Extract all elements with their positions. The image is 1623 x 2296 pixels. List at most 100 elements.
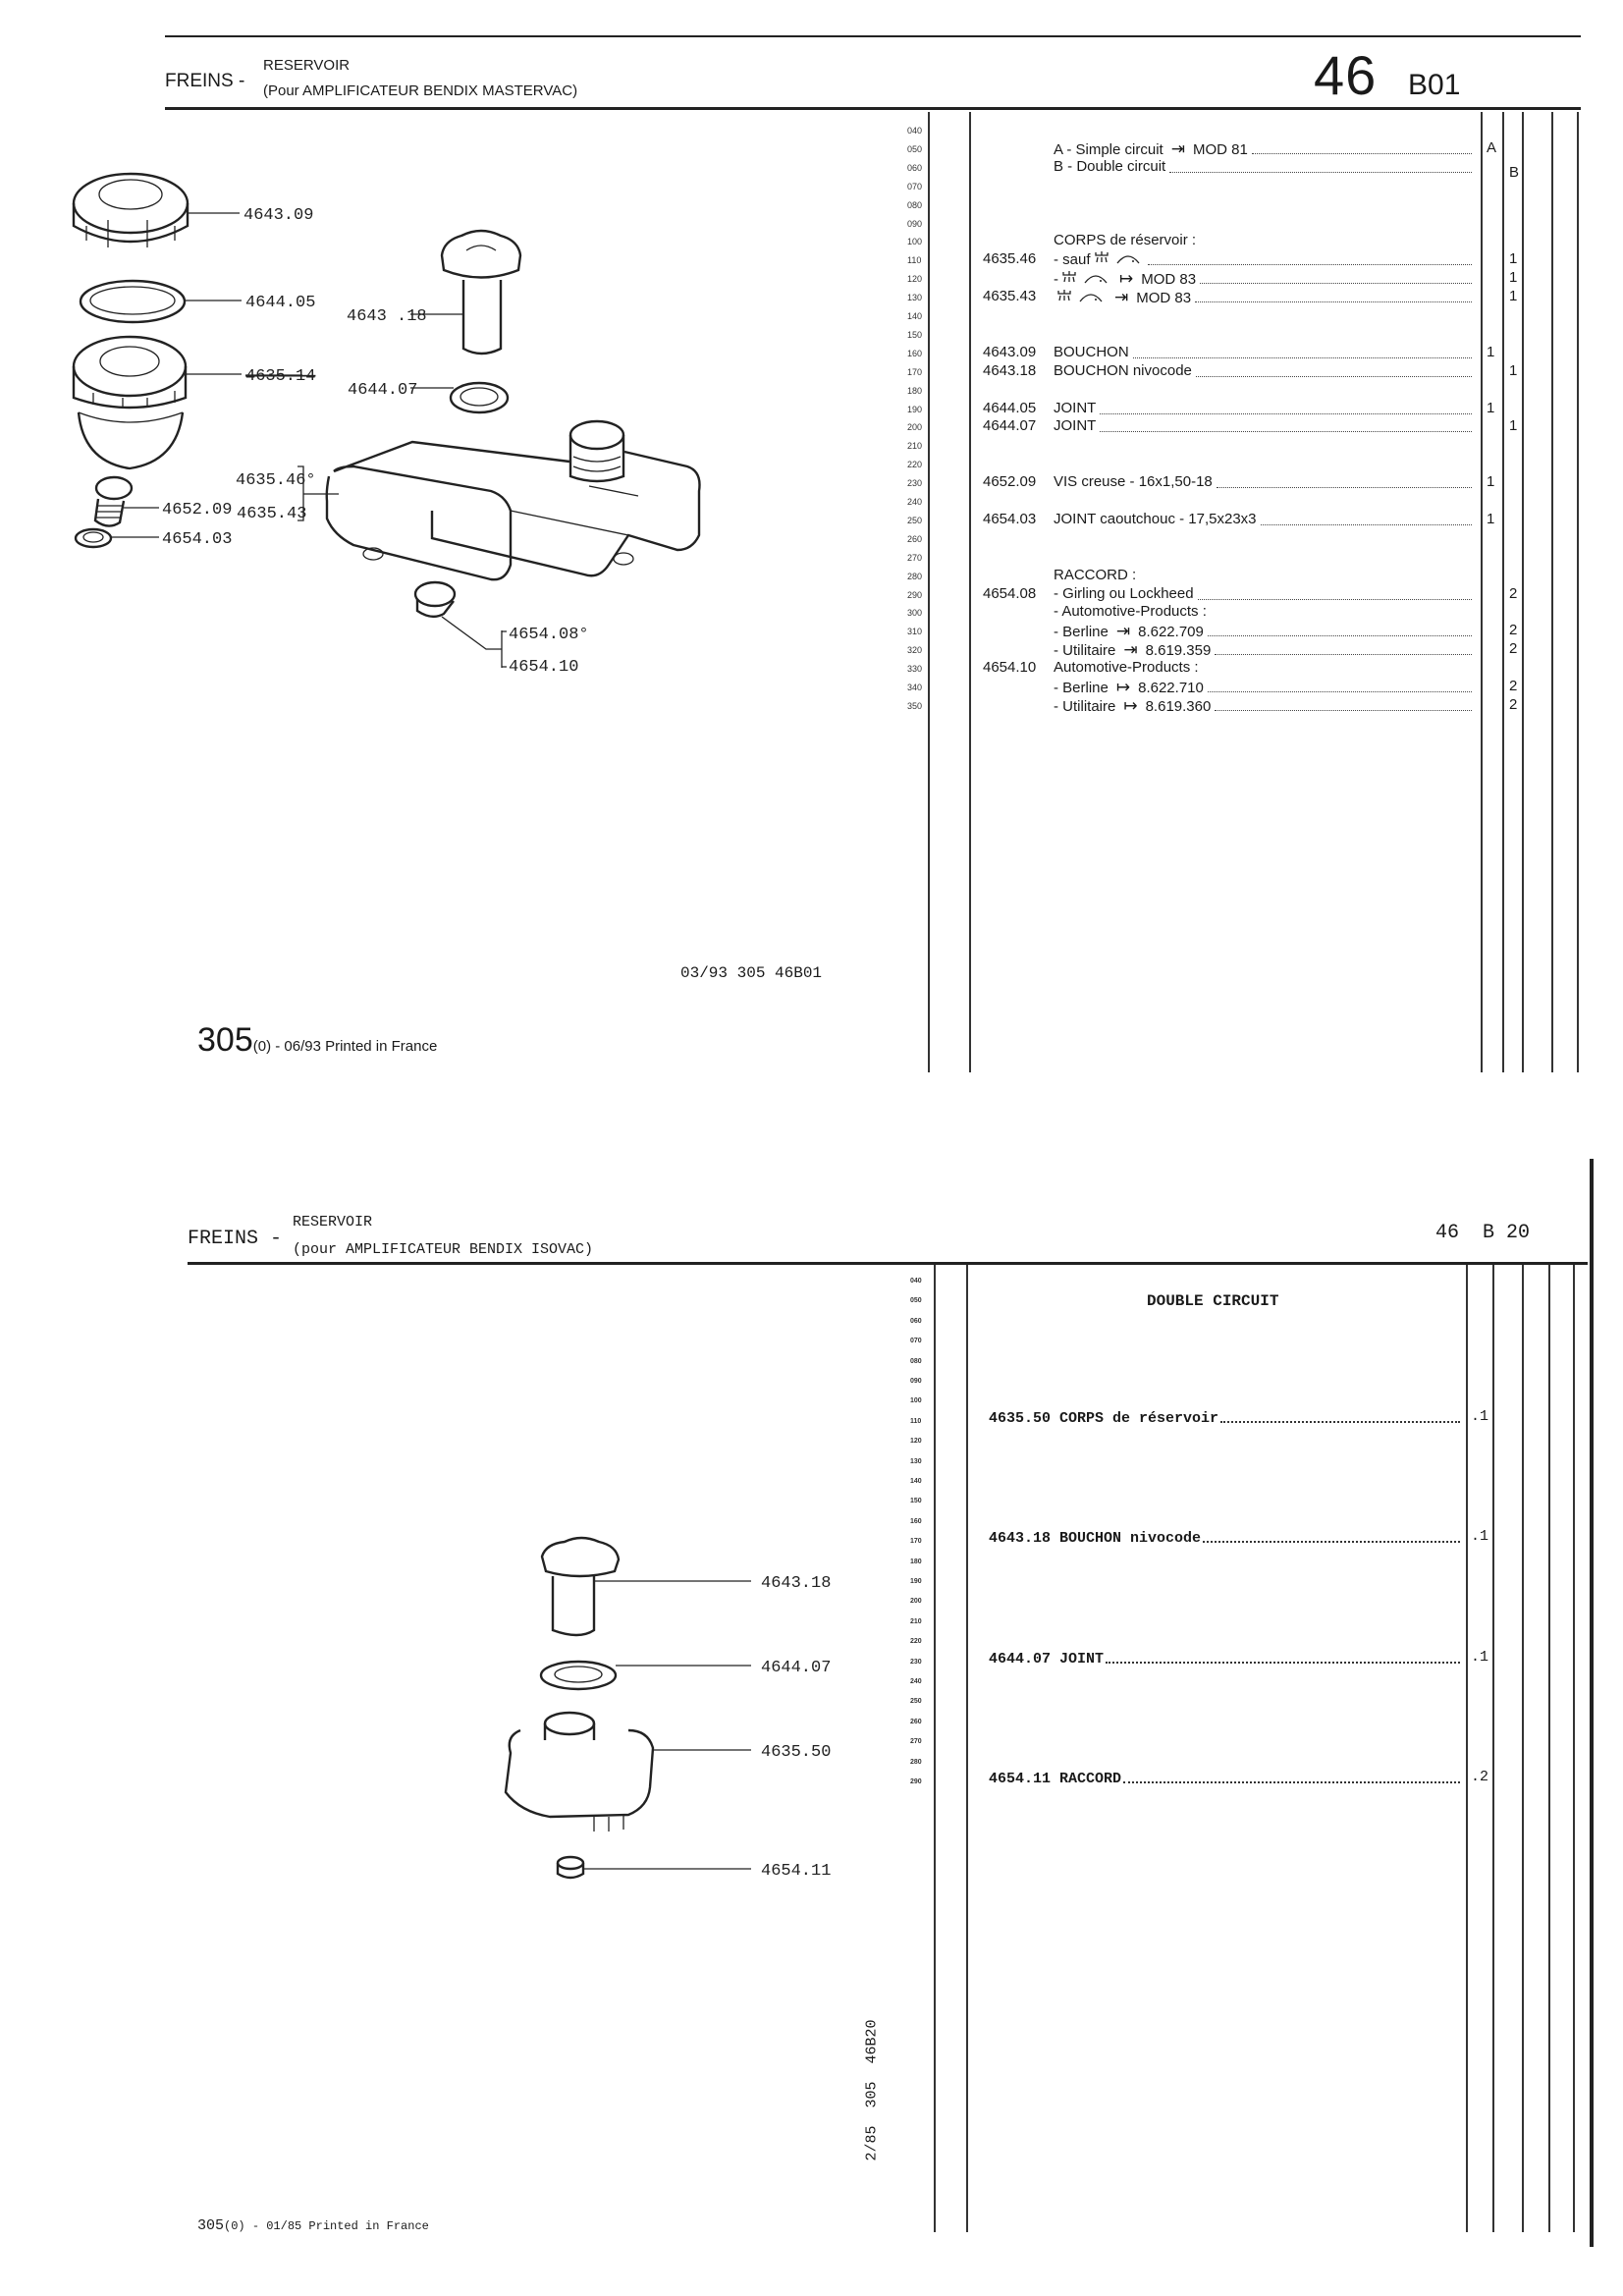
- part-description: -↦MOD 83: [1054, 269, 1196, 289]
- model-arrow-icon: ⇥: [1114, 288, 1129, 307]
- line-number: 120: [907, 274, 923, 285]
- column-divider: [934, 1265, 936, 2232]
- part-number: 4644.07: [989, 1650, 1052, 1667]
- quantity-col-a: 1: [1487, 343, 1495, 360]
- line-number: 160: [910, 1517, 922, 1525]
- plug-drawing: 4654.08° 4654.10: [413, 580, 589, 677]
- dot-leader: [1169, 171, 1472, 173]
- description-text: - sauf: [1054, 251, 1091, 269]
- part-entry: 4635.50 CORPS de réservoir: [989, 1410, 1218, 1427]
- description-text: BOUCHON nivocode: [1054, 361, 1192, 379]
- line-number: 130: [910, 1457, 922, 1465]
- part-description: CORPS de réservoir :: [1054, 232, 1196, 248]
- model-reference: MOD 83: [1141, 271, 1197, 289]
- part-number: 4654.08: [983, 584, 1037, 602]
- parts-row: 4643.18 BOUCHON nivocode: [983, 362, 1474, 381]
- part-description: - sauf: [1054, 250, 1144, 268]
- line-number: 120: [910, 1438, 922, 1446]
- footer-model: 305: [197, 1021, 253, 1059]
- part-description: RACCORD :: [1054, 567, 1136, 583]
- quantity-col-a: 1: [1487, 473, 1495, 491]
- label-4654-08: 4654.08°: [509, 626, 589, 644]
- line-number: 210: [907, 441, 923, 452]
- dot-leader: [1100, 412, 1472, 414]
- line-number: 240: [907, 497, 923, 507]
- line-number: 160: [907, 348, 923, 358]
- quantity-col-b: 1: [1509, 269, 1518, 287]
- column-divider: [966, 1265, 968, 2232]
- dot-leader: [1207, 691, 1472, 692]
- model-reference: MOD 81: [1192, 140, 1248, 158]
- model-arrow-icon: ⇥: [1170, 138, 1185, 158]
- footer-model: 305: [197, 2217, 225, 2234]
- part-description: BOUCHON nivocode: [1054, 362, 1192, 379]
- parts-row: - Berline↦8.622.710: [983, 678, 1474, 696]
- column-divider: [1573, 1265, 1575, 2232]
- label-4635-50: 4635.50: [761, 1743, 831, 1762]
- part-entry: 4644.07 JOINT: [989, 1651, 1104, 1667]
- part-description: RACCORD: [1059, 1771, 1122, 1787]
- part-description: JOINT: [1054, 417, 1096, 434]
- part-number: 4635.43: [983, 288, 1037, 305]
- line-number: 250: [907, 515, 923, 525]
- label-4635-43: 4635.43: [237, 505, 306, 523]
- part-number: 4654.11: [989, 1771, 1052, 1787]
- footer: 305(0) - 06/93 Printed in France: [197, 1021, 437, 1060]
- quantity-col-b: B: [1509, 163, 1520, 181]
- parts-row: 4635.46 - sauf: [983, 250, 1474, 269]
- dot-leader: [1100, 431, 1472, 433]
- header-subtitle: (Pour AMPLIFICATEUR BENDIX MASTERVAC): [263, 82, 578, 99]
- description-text: B - Double circuit: [1054, 157, 1166, 175]
- part-description: - Berline⇥8.622.709: [1054, 622, 1204, 641]
- dot-leader: [1207, 635, 1472, 637]
- page-ref: 46 B 20: [1435, 1222, 1531, 1244]
- part-description: JOINT: [1059, 1650, 1105, 1667]
- line-number: 290: [910, 1778, 922, 1785]
- part-number: 4652.09: [983, 473, 1037, 491]
- quantity: .2: [1471, 1769, 1489, 1785]
- column-divider: [969, 112, 971, 1072]
- parts-row: 4654.03 JOINT caoutchouc - 17,5x23x3: [983, 511, 1474, 529]
- part-description: - Berline↦8.622.710: [1054, 678, 1204, 697]
- description-text: - Utilitaire: [1054, 642, 1116, 660]
- parts-row: 4635.43⇥MOD 83: [983, 288, 1474, 306]
- scan-edge: [1590, 1159, 1594, 2247]
- part-number: 4635.46: [983, 250, 1037, 268]
- document-code: 2/85 305 46B20: [863, 2019, 881, 2161]
- label-4654-10: 4654.10: [509, 658, 578, 677]
- line-number: 040: [910, 1278, 922, 1285]
- part-number: 4643.18: [983, 361, 1037, 379]
- line-number: 110: [907, 255, 922, 266]
- quantity-col-b: 2: [1509, 678, 1518, 694]
- dot-leader: [1215, 709, 1472, 711]
- dot-leader: [1195, 301, 1472, 303]
- part-description: - Girling ou Lockheed: [1054, 585, 1194, 602]
- parts-row: 4644.07 JOINT: [989, 1651, 1460, 1667]
- part-number: 4644.07: [983, 417, 1037, 435]
- cup-drawing: 4635.14: [72, 335, 315, 470]
- dot-leader: [1147, 264, 1472, 266]
- line-number: 330: [907, 664, 923, 675]
- label-4635-46: 4635.46°: [236, 471, 316, 490]
- washer-drawing: 4654.03: [74, 527, 232, 549]
- footer-printed: (0) - 01/85 Printed in France: [224, 2219, 429, 2233]
- line-number: 280: [907, 571, 923, 581]
- part-number: 4643.18: [989, 1530, 1052, 1548]
- part-number: 4654.03: [983, 510, 1037, 527]
- column-divider: [1551, 112, 1553, 1072]
- column-divider: [1577, 112, 1579, 1072]
- part-entry: 4654.11 RACCORD: [989, 1771, 1121, 1787]
- part-description: JOINT caoutchouc - 17,5x23x3: [1054, 511, 1257, 527]
- label-4654-11: 4654.11: [761, 1862, 831, 1881]
- line-number: 080: [910, 1357, 922, 1365]
- line-number: 260: [910, 1718, 922, 1725]
- line-number: 180: [910, 1558, 922, 1565]
- header-section: FREINS -: [188, 1228, 283, 1250]
- parts-row: - Berline⇥8.622.709: [983, 622, 1474, 640]
- line-number: 260: [907, 533, 923, 544]
- line-number: 250: [910, 1698, 922, 1706]
- column-divider: [1502, 112, 1504, 1072]
- ring-drawing: 4644.05: [79, 279, 315, 324]
